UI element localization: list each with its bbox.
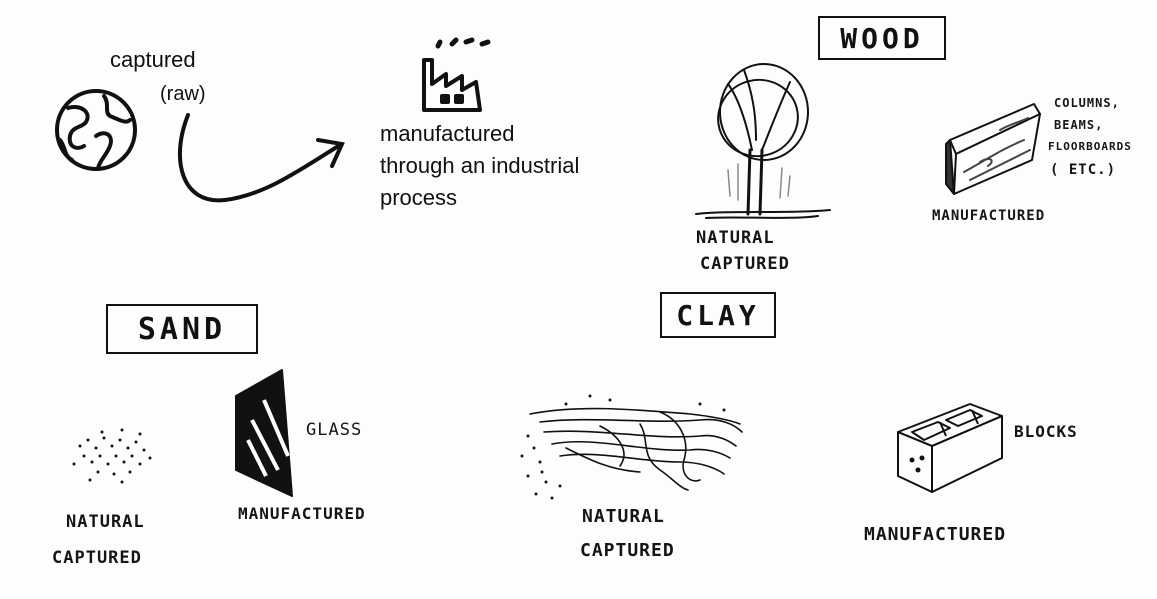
clay-manufactured-label: MANUFACTURED bbox=[864, 524, 1007, 545]
glass-pane-icon bbox=[235, 369, 293, 497]
legend-captured-label: captured bbox=[110, 47, 196, 72]
wood-products-line-4: ( ETC.) bbox=[1050, 162, 1117, 178]
wood-captured-label: CAPTURED bbox=[700, 254, 790, 274]
sand-dots-icon bbox=[72, 428, 152, 484]
sand-captured-label: CAPTURED bbox=[52, 548, 142, 568]
clay-title: CLAY bbox=[676, 298, 760, 332]
sand-manufactured-label: MANUFACTURED bbox=[238, 504, 366, 523]
wood-products-line-3: FLOORBOARDS bbox=[1048, 140, 1132, 153]
globe-icon bbox=[55, 89, 137, 171]
wood-natural-label: NATURAL bbox=[696, 228, 775, 248]
sand-title-box: SAND bbox=[106, 304, 258, 354]
tree-icon bbox=[695, 63, 831, 219]
wood-title-box: WOOD bbox=[818, 16, 946, 60]
sand-title: SAND bbox=[137, 311, 227, 347]
clay-captured-label: CAPTURED bbox=[580, 540, 675, 561]
wood-title: WOOD bbox=[840, 21, 924, 55]
legend-manufactured-line-2: through an industrial bbox=[380, 153, 580, 178]
beam-icon bbox=[945, 103, 1041, 195]
legend-manufactured-line-3: process bbox=[380, 185, 458, 210]
sand-glass-label: GLASS bbox=[306, 420, 363, 440]
clay-mound-icon bbox=[529, 407, 743, 491]
clay-dots-icon bbox=[520, 394, 726, 500]
block-icon bbox=[897, 403, 1003, 493]
factory-icon bbox=[422, 37, 491, 112]
wood-products-line-2: BEAMS, bbox=[1054, 118, 1104, 132]
sand-natural-label: NATURAL bbox=[66, 512, 145, 532]
legend-manufactured-line-1: manufactured bbox=[380, 121, 515, 146]
clay-title-box: CLAY bbox=[660, 292, 776, 338]
clay-natural-label: NATURAL bbox=[582, 506, 665, 527]
curved-arrow-icon bbox=[178, 113, 345, 203]
legend-raw-label: (raw) bbox=[160, 83, 206, 105]
wood-products-line-1: COLUMNS, bbox=[1054, 96, 1120, 110]
clay-blocks-label: BLOCKS bbox=[1014, 422, 1078, 441]
wood-manufactured-label: MANUFACTURED bbox=[932, 208, 1046, 224]
